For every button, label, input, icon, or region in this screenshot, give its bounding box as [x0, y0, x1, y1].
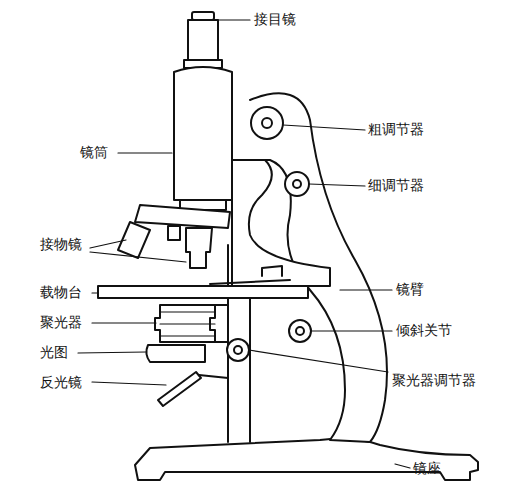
leader-line [78, 352, 146, 353]
condenser-knob [227, 339, 249, 361]
part-label: 镜筒 [80, 144, 108, 161]
objective-mid [168, 226, 180, 240]
leader-line [92, 382, 166, 385]
leader-line [309, 184, 365, 186]
coarse-knob-center [262, 118, 272, 128]
part-label: 倾斜关节 [396, 322, 452, 339]
objective-right [186, 228, 212, 268]
leader-line [395, 464, 410, 468]
part-label: 接目镜 [254, 11, 296, 28]
condenser-rings [160, 312, 215, 336]
leader-line [216, 19, 250, 20]
eyepiece [188, 20, 218, 60]
part-label: 接物镜 [40, 236, 82, 253]
part-label: 反光镜 [40, 374, 82, 391]
fine-knob [285, 172, 309, 196]
fine-knob-center [293, 180, 301, 188]
mirror [158, 372, 201, 406]
condenser [155, 305, 215, 342]
stage-clip [210, 266, 290, 284]
leader-line [311, 330, 392, 331]
tilt-joint-center [296, 327, 304, 335]
condenser-bracket [215, 305, 228, 342]
stage-plate [98, 286, 308, 298]
leader-line [92, 292, 98, 293]
part-label: 光图 [40, 344, 68, 361]
part-label: 镜座 [413, 460, 441, 477]
diaphragm [146, 345, 205, 362]
mirror-fork [199, 375, 228, 378]
eyepiece-top [192, 12, 214, 20]
part-label: 聚光器调节器 [392, 372, 476, 389]
tube [174, 67, 232, 200]
leader-line [340, 289, 392, 290]
part-label: 细调节器 [368, 177, 424, 194]
leader-line [249, 350, 388, 372]
base [135, 439, 478, 480]
part-label: 聚光器 [40, 314, 82, 331]
objective-left [118, 222, 150, 258]
part-label: 载物台 [40, 284, 82, 301]
leader-line [118, 152, 172, 153]
nosepiece [135, 205, 230, 228]
part-label: 粗调节器 [368, 121, 424, 138]
leader-line [90, 240, 186, 262]
leader-line [92, 322, 156, 323]
part-label: 镜臂 [396, 281, 424, 298]
tilt-joint [289, 320, 311, 342]
leader-line [283, 125, 365, 130]
coarse-knob [251, 107, 283, 139]
leader-lines [78, 20, 410, 468]
condenser-knob-center [234, 346, 242, 354]
